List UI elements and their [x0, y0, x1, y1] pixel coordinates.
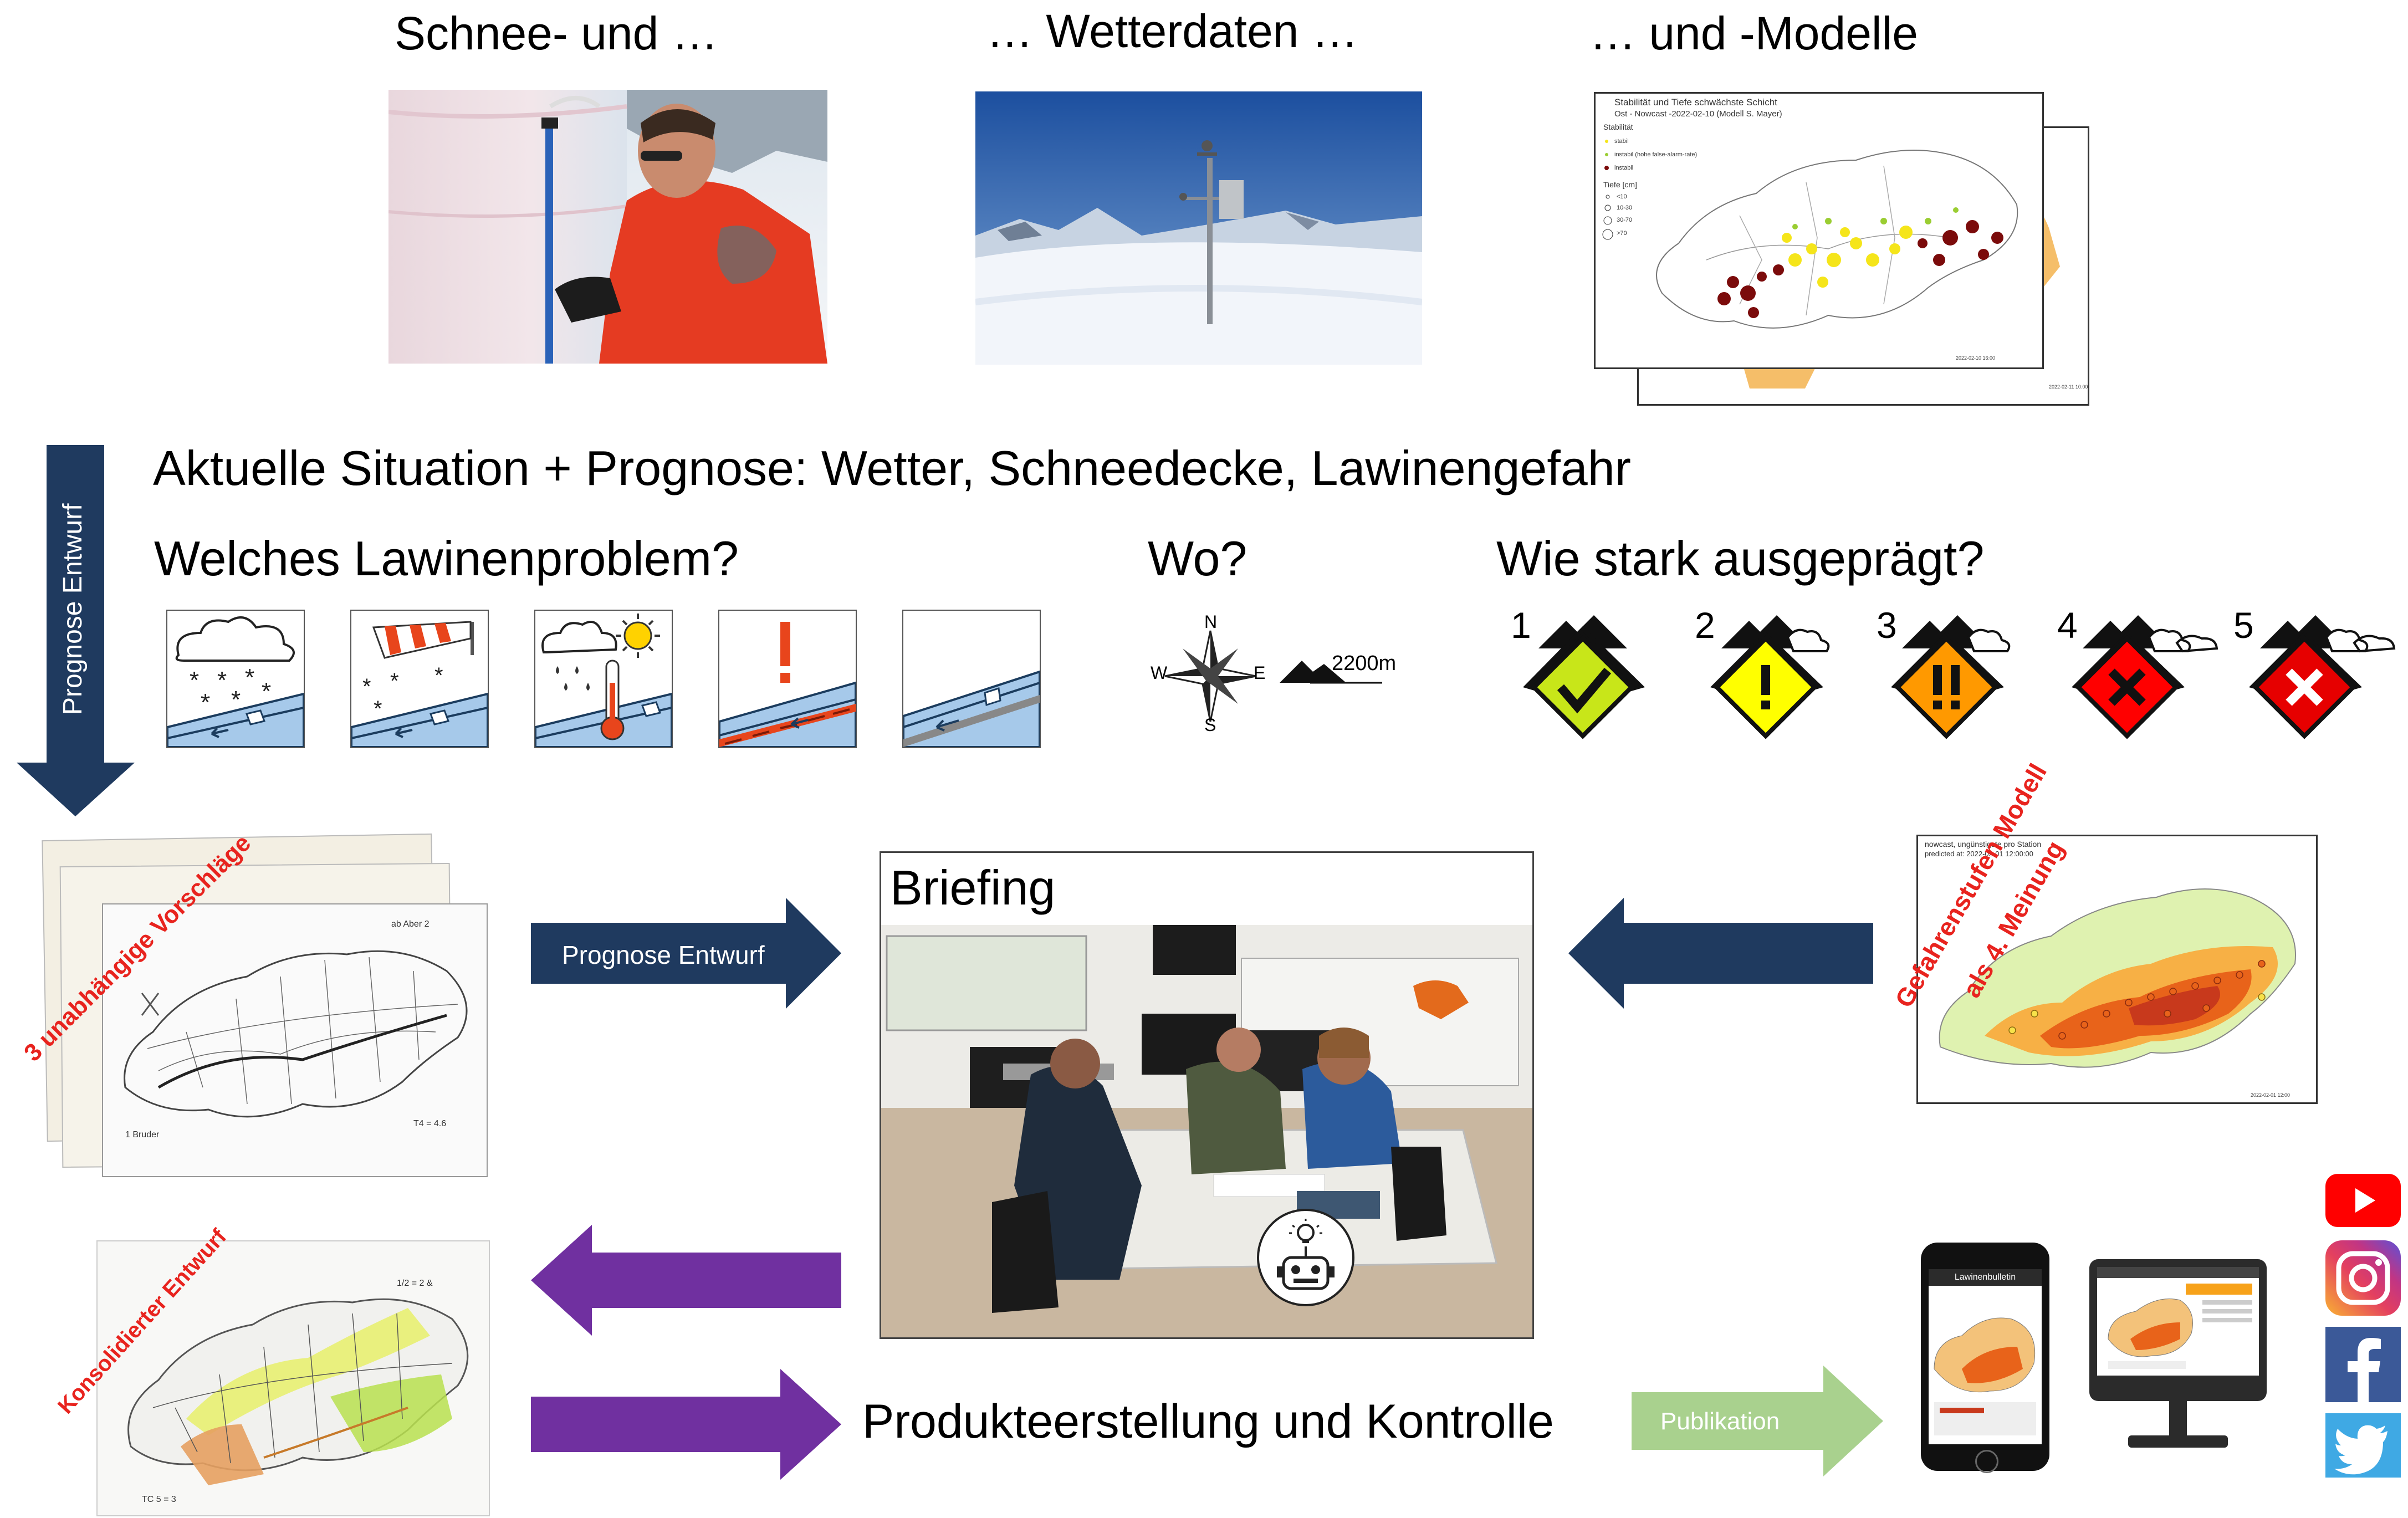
- nowcast-map-graphic: 2022-02-01 12:00: [1939, 888, 2296, 1098]
- monitor-icon: [2089, 1259, 2267, 1448]
- briefing-title: Briefing: [890, 860, 1056, 915]
- vertical-arrow-label: Prognose Entwurf: [58, 503, 88, 715]
- question-where: Wo?: [1148, 531, 1248, 586]
- nowcast-line1: nowcast, ungünstigste pro Station: [1925, 840, 2042, 849]
- svg-text:TC 5 = 3: TC 5 = 3: [142, 1495, 176, 1504]
- gliding-snow-problem-icon: [902, 610, 1041, 748]
- svg-text:2022-02-01 12:00: 2022-02-01 12:00: [2251, 1092, 2290, 1098]
- compass-north: N: [1204, 612, 1218, 632]
- svg-text:*: *: [231, 686, 241, 713]
- label-models: … und -Modelle: [1589, 7, 1918, 59]
- danger-level-3-icon: [1891, 615, 2011, 739]
- danger-level-4-num: 4: [2057, 605, 2078, 646]
- youtube-icon[interactable]: [2325, 1174, 2401, 1227]
- danger-level-icons: [1523, 615, 2396, 739]
- smartphone-icon: Lawinenbulletin: [1921, 1243, 2049, 1473]
- svg-text:2022-02-10 16:00: 2022-02-10 16:00: [1956, 355, 1995, 361]
- model-map-title: Stabilität und Tiefe schwächste Schicht: [1614, 97, 1777, 108]
- vertical-draft-arrow: [17, 445, 135, 816]
- phone-header: Lawinenbulletin: [1929, 1269, 2042, 1286]
- danger-level-2-num: 2: [1695, 605, 1715, 646]
- svg-text:1 Bruder: 1 Bruder: [125, 1130, 160, 1139]
- instagram-icon[interactable]: [2325, 1240, 2401, 1316]
- monitor-base: [2128, 1435, 2228, 1448]
- publication-label: Publikation: [1660, 1408, 1780, 1435]
- model-map-depth-header: Tiefe [cm]: [1603, 180, 1637, 189]
- new-snow-problem-icon: ******: [166, 610, 305, 748]
- facebook-icon[interactable]: [2325, 1327, 2401, 1402]
- svg-text:2022-02-11 10:00 Z: 2022-02-11 10:00 Z: [2049, 384, 2088, 390]
- ai-robot-icon: [1257, 1209, 1354, 1306]
- draft-arrow-label: Prognose Entwurf: [562, 941, 765, 969]
- question-how-strong: Wie stark ausgeprägt?: [1496, 531, 1985, 586]
- svg-text:ab Aber 2: ab Aber 2: [391, 919, 430, 929]
- legend-unstable: instabil: [1614, 165, 1634, 171]
- compass-south: S: [1204, 715, 1216, 735]
- wet-snow-problem-icon: [534, 610, 673, 748]
- legend-depth-1: <10: [1617, 193, 1627, 200]
- danger-level-2-icon: [1710, 615, 1830, 739]
- label-snow: Schnee- und …: [395, 7, 718, 59]
- danger-level-4-icon: [2072, 615, 2218, 739]
- briefing-panel: Briefing: [880, 851, 1534, 1339]
- compass-west: W: [1151, 663, 1168, 683]
- briefing-photo: [881, 925, 1532, 1337]
- danger-level-5-num: 5: [2233, 605, 2254, 646]
- monitor-stand: [2169, 1401, 2187, 1440]
- legend-stable: stabil: [1614, 138, 1629, 145]
- svg-text:*: *: [217, 667, 227, 694]
- compass-east: E: [1254, 663, 1266, 683]
- svg-text:*: *: [201, 689, 210, 716]
- persistent-weak-layer-problem-icon: [718, 610, 857, 748]
- nowcast-line2: predicted at: 2022-02-01 12:00:00: [1925, 850, 2033, 858]
- wind-slab-problem-icon: ****: [350, 610, 489, 748]
- danger-levels: 1 2 3 4 5: [1497, 599, 2408, 743]
- legend-depth-3: 30-70: [1617, 217, 1633, 223]
- svg-text:*: *: [190, 667, 199, 694]
- danger-level-5-icon: [2249, 615, 2396, 739]
- danger-level-1-num: 1: [1511, 605, 1531, 646]
- phone-screen: Lawinenbulletin: [1929, 1269, 2042, 1444]
- briefing-to-consolidated-arrow: [531, 1225, 841, 1336]
- svg-text:1/2 = 2 &: 1/2 = 2 &: [397, 1279, 433, 1288]
- phone-home-button: [1975, 1450, 1998, 1473]
- danger-level-1-icon: [1523, 615, 1645, 739]
- consolidated-to-production-arrow: [531, 1369, 841, 1480]
- label-weather: … Wetterdaten …: [986, 5, 1358, 57]
- twitter-icon[interactable]: [2325, 1413, 2401, 1478]
- consolidated-draft-map: 1/2 = 2 & TC 5 = 3: [96, 1240, 490, 1516]
- draft-to-briefing-arrow[interactable]: [531, 898, 841, 1009]
- legend-unstable-far: instabil (hohe false-alarm-rate): [1614, 151, 1698, 158]
- model-map-stability-header: Stabilität: [1603, 122, 1633, 131]
- monitor-screen: [2097, 1267, 2259, 1376]
- weather-station-photo: [975, 91, 1422, 365]
- svg-text:*: *: [434, 663, 443, 688]
- svg-text:*: *: [262, 678, 271, 705]
- model-map-front-page: Stabilität und Tiefe schwächste Schicht …: [1594, 92, 2044, 369]
- question-problem: Welches Lawinenproblem?: [154, 531, 739, 586]
- svg-text:T4 = 4.6: T4 = 4.6: [413, 1119, 446, 1128]
- nowcast-map: nowcast, ungünstigste pro Station predic…: [1916, 835, 2318, 1104]
- svg-text:*: *: [374, 697, 382, 721]
- svg-text:*: *: [390, 669, 399, 693]
- model-map-graphic: 2022-02-10 16:00: [1602, 140, 2018, 361]
- elevation-label: 2200m: [1332, 652, 1397, 675]
- production-label: Produkteerstellung und Kontrolle: [862, 1395, 1554, 1448]
- svg-text:*: *: [245, 664, 254, 691]
- headline: Aktuelle Situation + Prognose: Wetter, S…: [153, 441, 1631, 495]
- compass-icon: [1164, 630, 1382, 722]
- svg-text:*: *: [362, 674, 371, 699]
- legend-depth-2: 10-30: [1617, 205, 1633, 211]
- legend-depth-4: >70: [1617, 230, 1627, 237]
- model-to-briefing-arrow: [1568, 898, 1873, 1009]
- publication-arrow[interactable]: [1632, 1366, 1884, 1476]
- snow-profile-photo: [388, 90, 827, 364]
- danger-level-3-num: 3: [1877, 605, 1897, 646]
- draft-map-sheet-1: ab Aber 2 1 Bruder T4 = 4.6: [102, 903, 488, 1177]
- model-map-subtitle: Ost - Nowcast -2022-02-10 (Modell S. May…: [1614, 109, 1782, 119]
